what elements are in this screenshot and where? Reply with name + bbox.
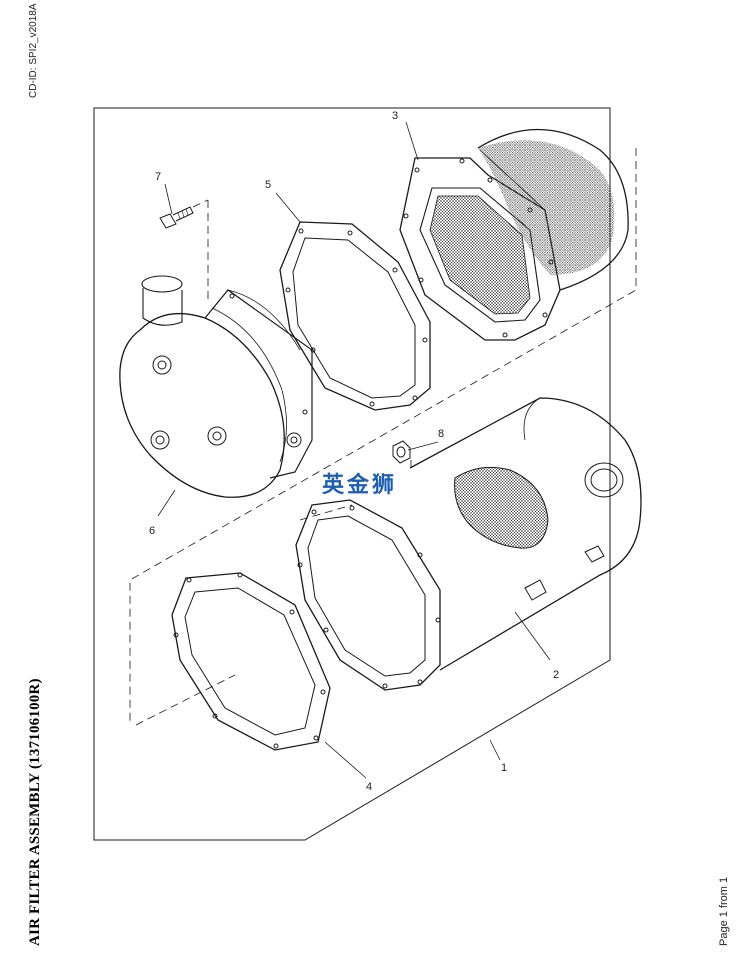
callout-7: 7 xyxy=(155,171,161,183)
callout-4: 4 xyxy=(366,781,372,793)
part-8-nut xyxy=(392,440,411,464)
part-2-flange xyxy=(295,499,441,691)
callout-5: 5 xyxy=(265,179,271,191)
watermark-text: 英金狮 xyxy=(322,472,397,498)
assembly-frame xyxy=(93,107,611,841)
guide-lines xyxy=(129,148,637,726)
callout-2: 2 xyxy=(553,669,559,681)
callout-1: 1 xyxy=(501,762,507,774)
part-2-housing xyxy=(409,397,642,671)
part-5-gasket xyxy=(279,221,431,411)
part-3-filter-element xyxy=(399,128,629,341)
leader-lines xyxy=(157,121,551,779)
part-6-cover xyxy=(119,275,313,498)
part-7-bolt xyxy=(159,206,194,229)
callout-3: 3 xyxy=(392,110,398,122)
callout-6: 6 xyxy=(149,525,155,537)
callout-8: 8 xyxy=(438,428,444,440)
part-4-gasket xyxy=(171,572,331,751)
